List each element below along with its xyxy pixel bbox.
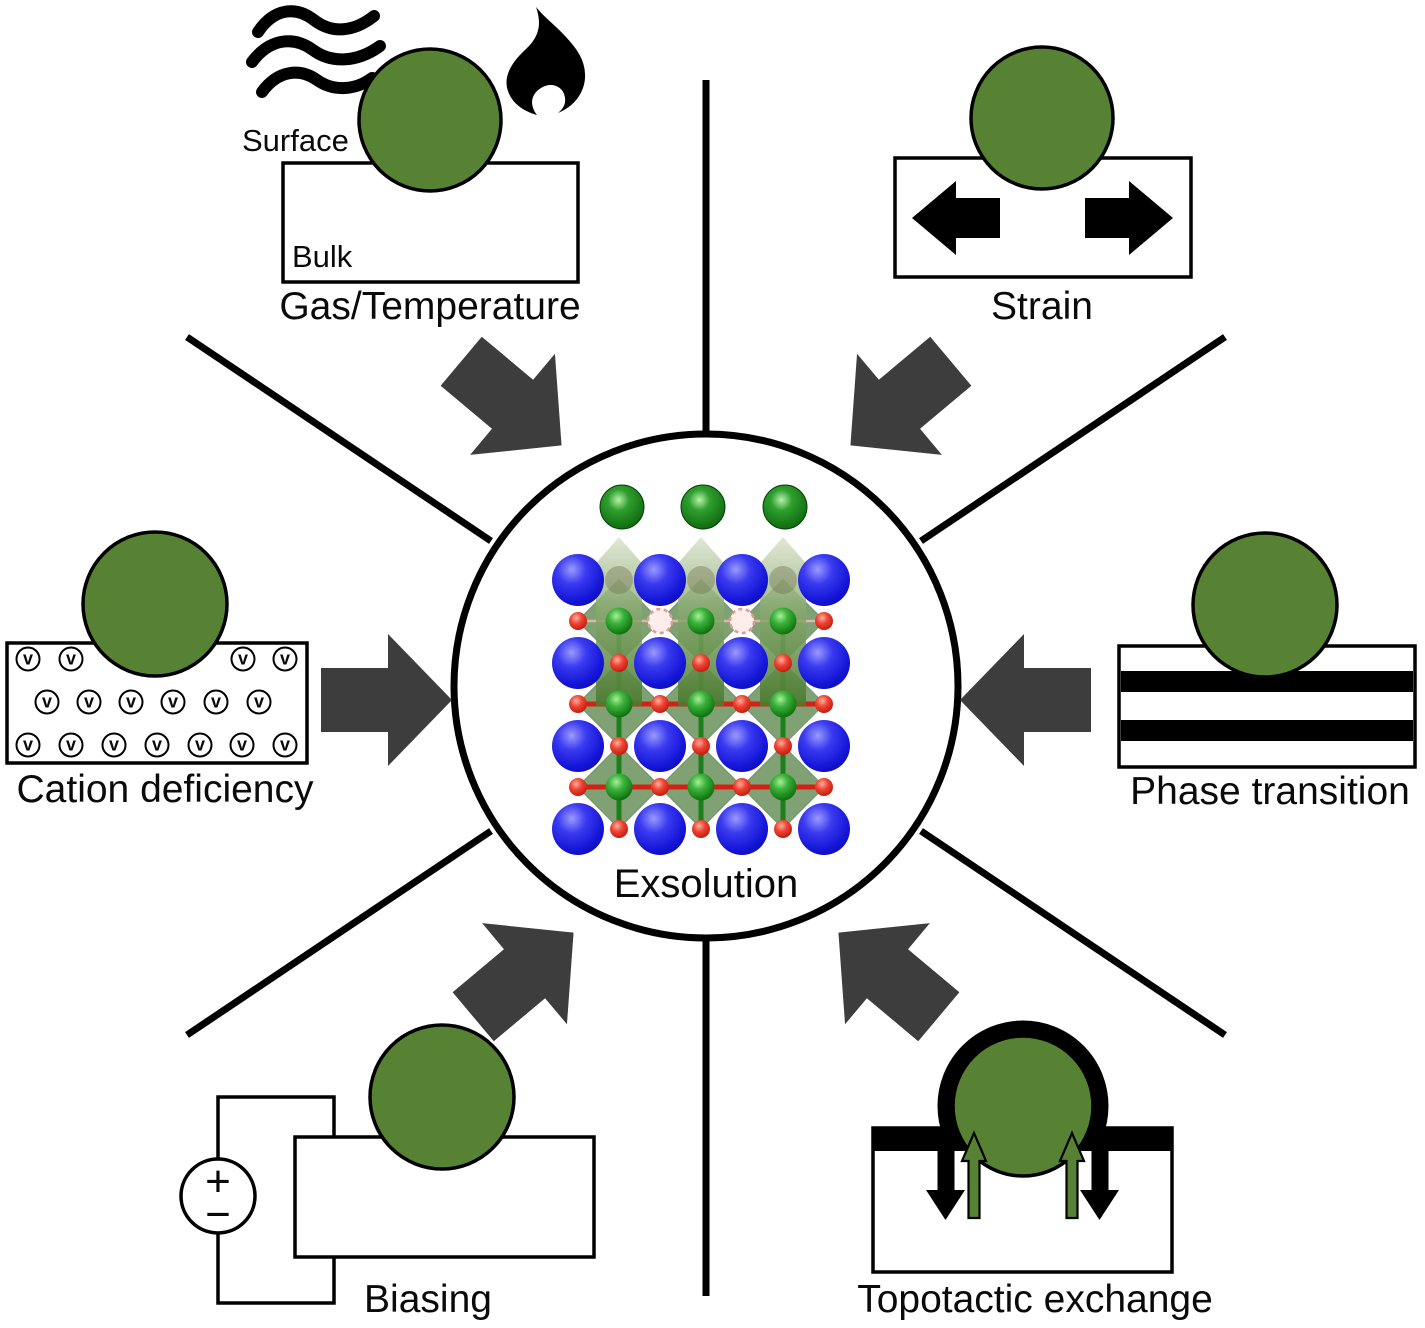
vacancy-marker: v xyxy=(272,646,298,672)
phase-transition-nanoparticle xyxy=(1191,531,1339,679)
section-topotactic-exchange: Topotactic exchange xyxy=(857,1020,1213,1321)
vacancy-marker: v xyxy=(203,689,229,715)
divider-bottom-left xyxy=(185,828,493,1038)
section-cation-deficiency: v v v v v v v v v v v v v v v v v Cation… xyxy=(5,530,314,811)
vacancy-marker: v xyxy=(15,646,41,672)
svg-text:v: v xyxy=(109,735,119,755)
vacancy-row-1: v v v v xyxy=(15,646,298,672)
svg-text:v: v xyxy=(237,735,247,755)
vacancy-marker: v xyxy=(58,732,84,758)
divider-top-left xyxy=(185,334,493,544)
vacancy-marker: v xyxy=(246,689,272,715)
vacancy-row-2: v v v v v v xyxy=(34,689,272,715)
svg-text:v: v xyxy=(168,692,178,712)
center-label: Exsolution xyxy=(614,862,799,906)
exsolving-arrows xyxy=(577,537,825,706)
cation-deficiency-caption: Cation deficiency xyxy=(17,768,314,811)
arrow-from-cation-deficiency xyxy=(321,634,452,766)
svg-text:v: v xyxy=(280,649,290,669)
section-phase-transition: Phase transition xyxy=(1117,531,1417,813)
vacancy-marker: v xyxy=(15,732,41,758)
section-gas-temperature: Surface Bulk Gas/Temperature xyxy=(242,5,586,328)
bulk-label: Bulk xyxy=(292,239,353,274)
phase-transition-caption: Phase transition xyxy=(1130,770,1410,813)
vacancy-marker: v xyxy=(144,732,170,758)
phase-stripe-top xyxy=(1121,671,1413,692)
plus-sign: + xyxy=(205,1157,231,1206)
vacancy-marker: v xyxy=(101,732,127,758)
svg-text:v: v xyxy=(211,692,221,712)
svg-text:v: v xyxy=(238,649,248,669)
cation-deficiency-nanoparticle xyxy=(81,530,229,678)
surface-label: Surface xyxy=(242,123,349,158)
central-exsolution-panel: Exsolution xyxy=(450,430,962,942)
section-strain: Strain xyxy=(893,45,1193,328)
gas-temperature-caption: Gas/Temperature xyxy=(279,285,580,328)
down-exchange-arrows xyxy=(926,1130,1119,1220)
arrow-from-phase-transition xyxy=(960,634,1091,766)
phase-stripe-bottom xyxy=(1121,720,1413,741)
vacancy-marker: v xyxy=(229,732,255,758)
minus-sign: − xyxy=(205,1190,231,1239)
gas-waves-icon xyxy=(246,5,386,98)
voltage-source-icon: + − xyxy=(179,1157,257,1239)
vacancy-marker: v xyxy=(34,689,60,715)
svg-text:v: v xyxy=(66,649,76,669)
svg-text:v: v xyxy=(126,692,136,712)
gas-nanoparticle xyxy=(357,47,503,193)
shell-ring-icon xyxy=(937,1020,1109,1151)
topotactic-caption: Topotactic exchange xyxy=(857,1278,1213,1321)
biasing-nanoparticle xyxy=(368,1023,516,1171)
vacancy-marker: v xyxy=(187,732,213,758)
up-exchange-arrows xyxy=(960,1130,1086,1220)
vacancy-marker: v xyxy=(160,689,186,715)
flame-icon xyxy=(506,7,586,115)
vacancy-marker: v xyxy=(272,732,298,758)
perovskite-lattice xyxy=(552,484,850,855)
svg-text:v: v xyxy=(23,735,33,755)
vacancy-marker: v xyxy=(230,646,256,672)
svg-text:v: v xyxy=(152,735,162,755)
svg-text:v: v xyxy=(42,692,52,712)
svg-text:v: v xyxy=(84,692,94,712)
svg-text:v: v xyxy=(23,649,33,669)
vacancy-marker: v xyxy=(76,689,102,715)
svg-text:v: v xyxy=(254,692,264,712)
section-biasing: + − Biasing xyxy=(179,1023,596,1321)
strain-nanoparticle xyxy=(969,45,1115,191)
svg-text:v: v xyxy=(66,735,76,755)
divider-top-right xyxy=(919,334,1227,544)
vacancy-marker: v xyxy=(58,646,84,672)
sector-dividers xyxy=(185,80,1227,1296)
vacancy-marker: v xyxy=(118,689,144,715)
oxygen-vacancies xyxy=(646,607,756,635)
divider-bottom-right xyxy=(919,828,1227,1038)
strain-caption: Strain xyxy=(991,285,1093,328)
exsolved-nanoparticles xyxy=(599,484,808,530)
biasing-caption: Biasing xyxy=(364,1278,492,1321)
svg-text:v: v xyxy=(195,735,205,755)
svg-text:v: v xyxy=(280,735,290,755)
vacancy-row-3: v v v v v v v xyxy=(15,732,298,758)
